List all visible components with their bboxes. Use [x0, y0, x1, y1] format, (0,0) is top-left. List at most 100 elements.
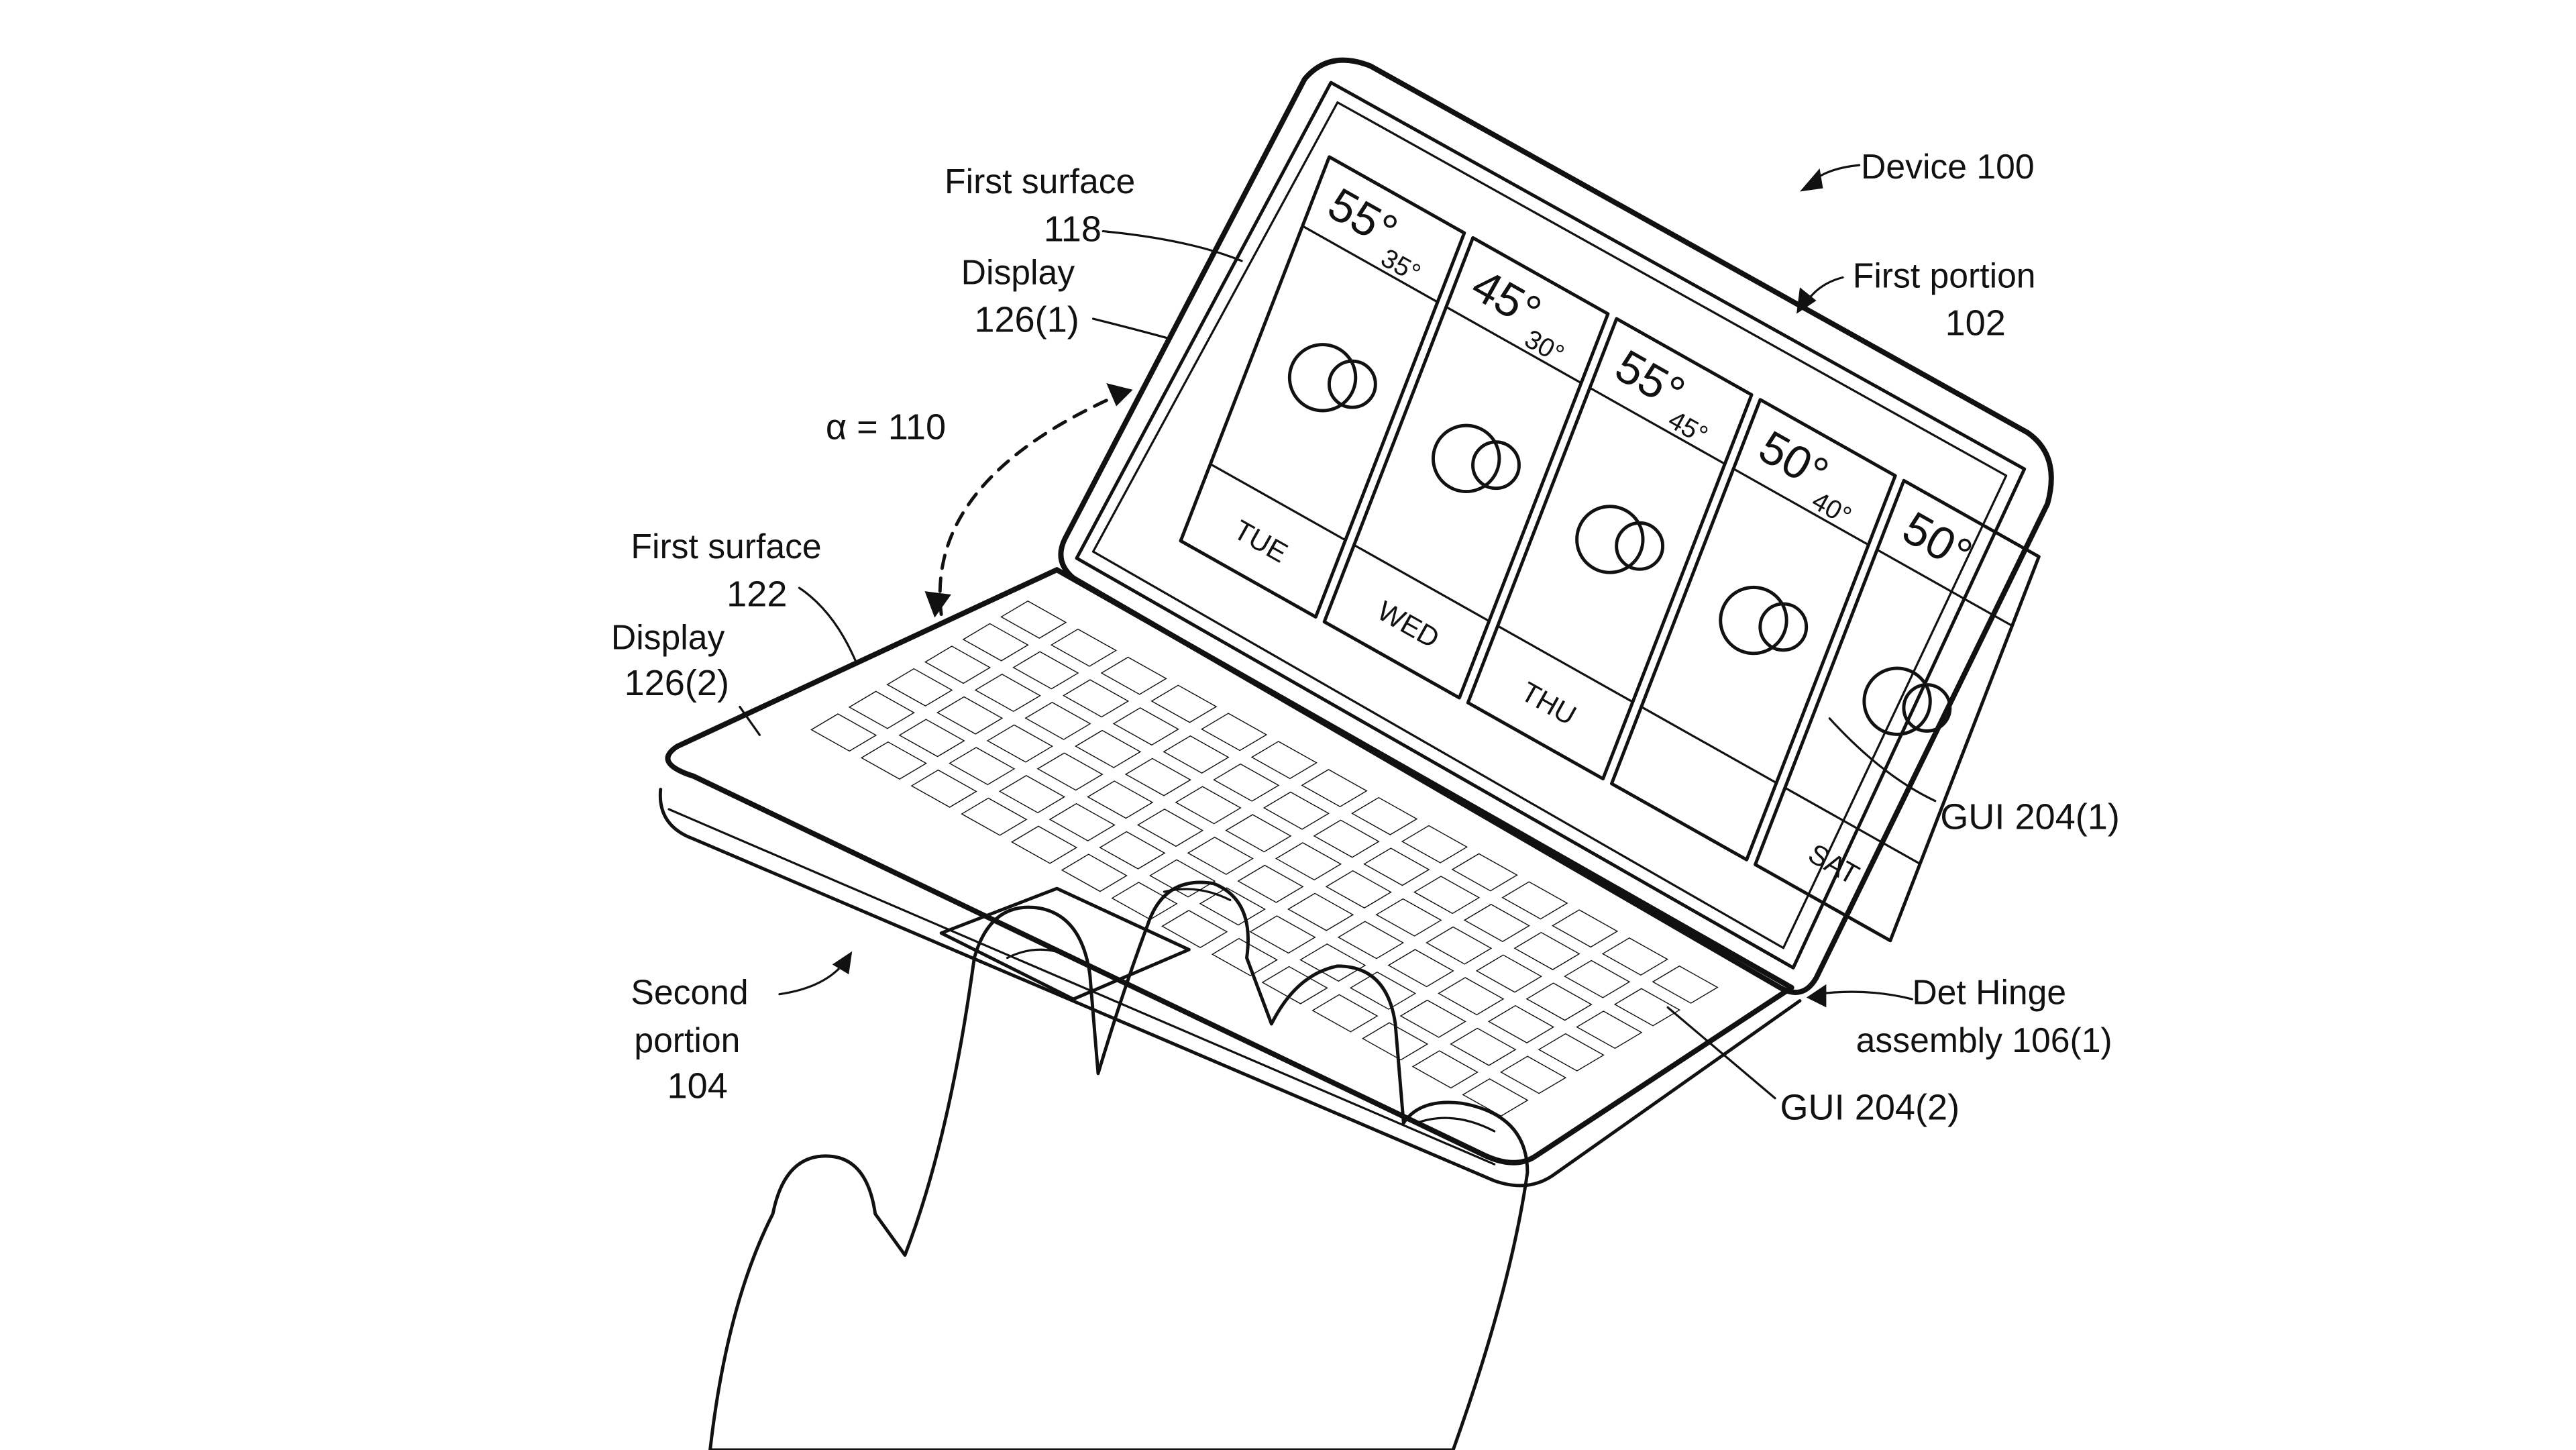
- keyboard-key: [1439, 978, 1503, 1015]
- keyboard-key: [1152, 685, 1216, 722]
- trackpad: [939, 886, 1191, 1001]
- label-hinge-1: Det Hinge: [1912, 972, 2066, 1011]
- keyboard-key: [1012, 826, 1076, 863]
- weather-tile: 50°SAT: [1754, 478, 2041, 943]
- keyboard-key: [900, 719, 964, 756]
- keyboard-key: [1252, 741, 1316, 778]
- label-alpha: α = 110: [826, 407, 946, 448]
- keyboard-key: [1276, 843, 1340, 880]
- keyboard-key: [1401, 1000, 1465, 1037]
- keyboard-key: [1176, 786, 1240, 823]
- keyboard-key: [1464, 904, 1529, 941]
- sun-icon: [1327, 359, 1377, 409]
- keyboard-key: [1515, 933, 1579, 970]
- keyboard-key: [1503, 882, 1567, 919]
- keyboard-key: [1326, 871, 1391, 908]
- label-first-portion-num: 102: [1945, 303, 2006, 344]
- label-gui-top: GUI 204(1): [1940, 797, 2120, 837]
- keyboard-key: [1026, 703, 1090, 739]
- label-device: Device 100: [1861, 147, 2035, 186]
- keyboard-key: [987, 725, 1052, 762]
- keyboard-key: [1063, 680, 1128, 717]
- keyboard-key: [1463, 1079, 1527, 1116]
- sun-icon: [1471, 440, 1521, 490]
- keyboard-key: [1451, 1028, 1515, 1065]
- keyboard-key: [1527, 983, 1591, 1020]
- weather-tile: 45°30°WED: [1322, 236, 1610, 700]
- keyboard-key: [1188, 837, 1252, 874]
- keyboard-key: [975, 674, 1040, 711]
- keyboard-key: [1038, 753, 1102, 790]
- keyboard-key: [1112, 882, 1177, 919]
- weather-day: THU: [1516, 676, 1582, 731]
- cloud-icon: [1719, 585, 1788, 656]
- keyboard-key: [1002, 601, 1066, 638]
- keyboard-key: [849, 691, 914, 728]
- keyboard-key: [1477, 955, 1541, 992]
- sun-icon: [1902, 683, 1952, 733]
- label-second-portion-2: portion: [634, 1021, 740, 1059]
- keyboard-key: [1338, 921, 1403, 958]
- hand-illustration: [708, 880, 1529, 1450]
- keyboard-key: [963, 623, 1028, 660]
- keyboard-key: [1552, 910, 1617, 947]
- keyboard-key: [1000, 776, 1064, 813]
- keyboard-key: [1288, 893, 1352, 930]
- keyboard-key: [1314, 820, 1379, 857]
- keyboard-key: [1414, 876, 1479, 913]
- first-portion-screen: [1058, 57, 2054, 995]
- keyboard-key: [912, 770, 976, 807]
- alpha-angle-arrow: [938, 391, 1125, 617]
- keyboard-key: [1539, 1034, 1603, 1071]
- keyboard-key: [1088, 781, 1152, 818]
- label-first-surface-bottom-num: 122: [727, 574, 787, 614]
- keyboard-key: [1164, 736, 1228, 773]
- sun-icon: [1758, 602, 1809, 652]
- label-display-top-num: 126(1): [974, 300, 1079, 340]
- keyboard: [811, 601, 1717, 1116]
- keyboard-key: [1238, 866, 1303, 902]
- keyboard-key: [1577, 1011, 1642, 1048]
- keyboard-key: [1212, 939, 1277, 976]
- label-first-surface-top-num: 118: [1044, 209, 1102, 249]
- label-first-surface-top: First surface: [945, 162, 1135, 201]
- label-first-portion: First portion: [1853, 256, 2036, 295]
- weather-tile: 55°35°TUE: [1179, 155, 1466, 619]
- keyboard-key: [1050, 804, 1114, 841]
- keyboard-key: [1163, 911, 1227, 947]
- leader-lines: [739, 164, 1937, 1100]
- keyboard-key: [1201, 713, 1266, 750]
- cloud-icon: [1575, 505, 1645, 574]
- keyboard-key: [1452, 853, 1517, 890]
- keyboard-key: [1615, 988, 1679, 1025]
- keyboard-key: [1377, 899, 1441, 936]
- labels: Device 100 First portion 102 First surfa…: [611, 147, 2120, 1128]
- label-first-surface-bottom: First surface: [631, 527, 821, 566]
- weather-tile: 55°45°THU: [1466, 317, 1754, 781]
- keyboard-key: [1214, 764, 1279, 801]
- keyboard-key: [1100, 832, 1165, 869]
- sun-icon: [1615, 521, 1665, 571]
- cloud-icon: [1432, 423, 1501, 494]
- keyboard-key: [950, 747, 1014, 784]
- keyboard-key: [1126, 758, 1190, 795]
- keyboard-key: [1413, 1051, 1477, 1088]
- keyboard-key: [1352, 798, 1417, 835]
- keyboard-key: [1364, 848, 1429, 885]
- keyboard-key: [1302, 770, 1366, 807]
- keyboard-key: [861, 742, 926, 779]
- keyboard-key: [1653, 966, 1717, 1003]
- label-display-bottom-num: 126(2): [625, 663, 729, 703]
- keyboard-key: [962, 798, 1026, 835]
- keyboard-key: [1565, 961, 1629, 998]
- keyboard-key: [1501, 1056, 1565, 1093]
- arrowhead-icon: [924, 383, 1133, 618]
- keyboard-key: [1603, 938, 1667, 975]
- keyboard-key: [1051, 629, 1116, 666]
- keyboard-key: [888, 669, 952, 706]
- keyboard-key: [1014, 652, 1078, 688]
- weather-day: TUE: [1229, 514, 1293, 569]
- keyboard-key: [811, 714, 875, 751]
- keyboard-key: [1075, 731, 1140, 768]
